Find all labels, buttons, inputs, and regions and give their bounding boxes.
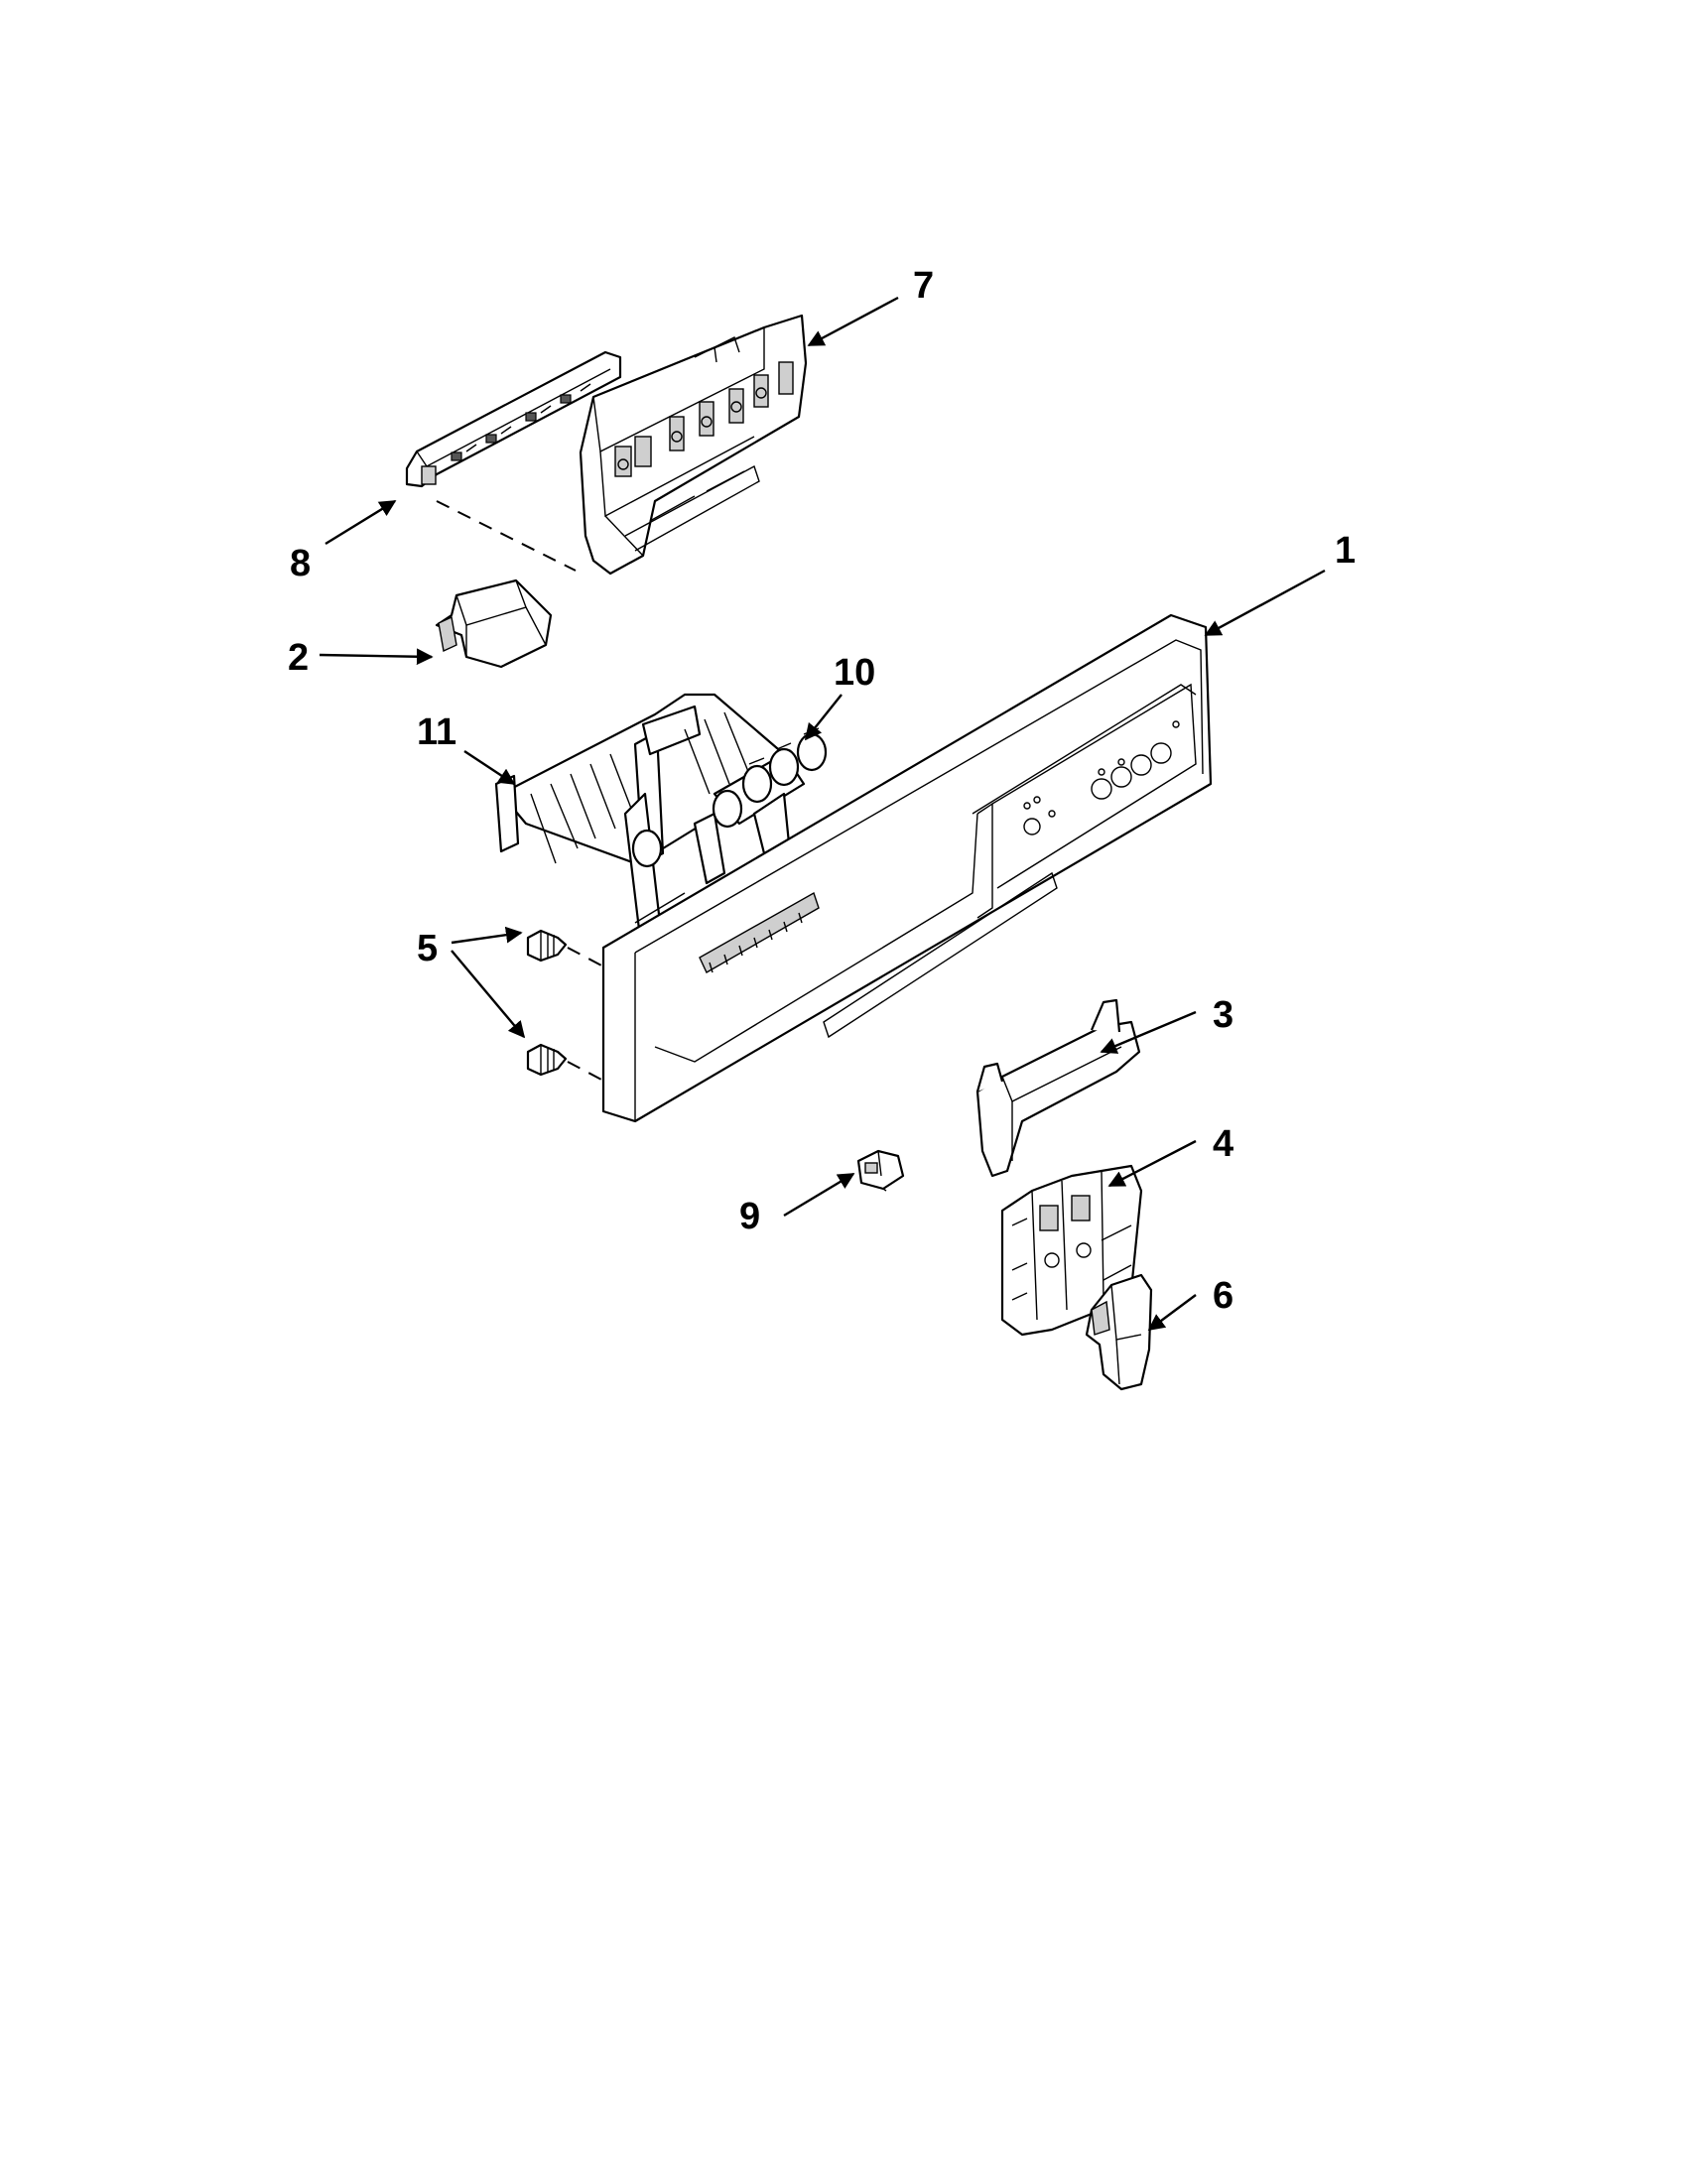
part-1-console-panel <box>601 613 1213 1123</box>
part-6-latch-hook <box>1085 1273 1153 1391</box>
part-5-screws <box>526 929 568 1077</box>
callout-6: 6 <box>1213 1275 1234 1317</box>
callout-1: 1 <box>1335 530 1356 572</box>
part-11-button-carrier <box>494 693 786 940</box>
part-9-switch <box>856 1149 905 1192</box>
part-8-connector-strip <box>405 350 622 488</box>
part-7-control-board <box>579 314 808 576</box>
callout-9: 9 <box>739 1196 760 1237</box>
callout-2: 2 <box>288 637 309 679</box>
callout-11: 11 <box>417 711 456 753</box>
leader-lines <box>319 296 1326 1332</box>
part-10-push-buttons <box>631 727 828 885</box>
part-2-bracket <box>435 578 553 669</box>
callout-10: 10 <box>834 652 875 694</box>
callout-8: 8 <box>290 543 311 584</box>
callout-3: 3 <box>1213 994 1234 1036</box>
part-3-handle-bracket <box>975 998 1141 1178</box>
callout-7: 7 <box>913 265 934 307</box>
callout-5: 5 <box>417 928 438 969</box>
callout-4: 4 <box>1213 1123 1234 1165</box>
